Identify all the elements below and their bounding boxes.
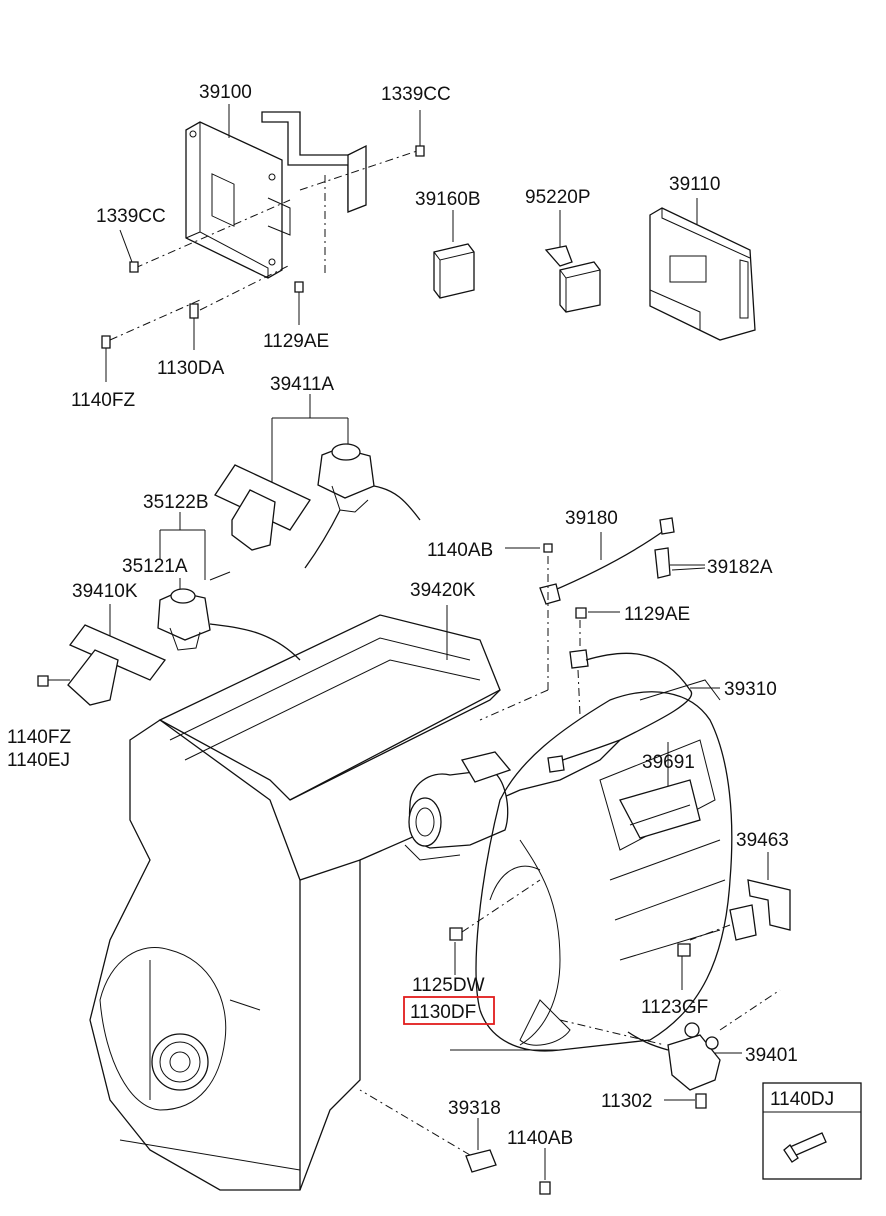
- label-39100: 39100: [199, 82, 252, 103]
- relay-95220P-drawing: [544, 210, 601, 313]
- label-1339CC-top: 1339CC: [381, 84, 451, 105]
- label-35122B: 35122B: [143, 492, 209, 513]
- label-1140AB-mid: 1140AB: [427, 540, 493, 561]
- ecu-39100-drawing: [101, 104, 425, 382]
- label-39180: 39180: [565, 508, 618, 529]
- label-35121A: 35121A: [122, 556, 188, 577]
- label-1123GF: 1123GF: [641, 997, 708, 1018]
- leader-lines: [209, 567, 706, 581]
- label-1140AB-low: 1140AB: [507, 1128, 573, 1149]
- valve-35121A-drawing: [37, 512, 301, 706]
- label-39182A: 39182A: [707, 557, 773, 578]
- label-39401: 39401: [745, 1045, 798, 1066]
- label-1130DF: 1130DF: [410, 1002, 476, 1023]
- label-95220P: 95220P: [525, 187, 591, 208]
- label-1130DA: 1130DA: [157, 358, 225, 379]
- label-39420K: 39420K: [410, 580, 476, 601]
- label-1129AE-mid: 1129AE: [624, 604, 690, 625]
- label-1125DW: 1125DW: [412, 975, 485, 996]
- ecu-39110-drawing: [649, 198, 756, 341]
- label-39310: 39310: [724, 679, 777, 700]
- label-1140EJ: 1140EJ: [7, 750, 70, 771]
- label-1140FZ-low: 1140FZ: [7, 727, 71, 748]
- label-1140FZ-top: 1140FZ: [71, 390, 135, 411]
- label-39411A: 39411A: [270, 374, 334, 395]
- part-labels: 39100 1339CC 1339CC 39160B 95220P 39110 …: [7, 82, 834, 1149]
- label-39318: 39318: [448, 1098, 501, 1119]
- engine-drawing: [89, 605, 791, 1195]
- label-11302: 11302: [601, 1091, 652, 1112]
- highlight-box-1130DF: [403, 996, 495, 1025]
- sensor-39180-drawing: [479, 517, 705, 721]
- legend-label-1140DJ: 1140DJ: [770, 1089, 834, 1110]
- label-39691: 39691: [642, 752, 695, 773]
- valve-39411A-drawing: [214, 394, 421, 569]
- legend-box-1140DJ: [762, 1082, 862, 1180]
- label-39410K: 39410K: [72, 581, 138, 602]
- label-1339CC-left: 1339CC: [96, 206, 166, 227]
- relay-39160B-drawing: [433, 210, 475, 299]
- label-39110: 39110: [669, 174, 720, 195]
- sensor-39310-drawing: [547, 607, 720, 773]
- label-39160B: 39160B: [415, 189, 481, 210]
- label-1129AE-top: 1129AE: [263, 331, 329, 352]
- label-39463: 39463: [736, 830, 789, 851]
